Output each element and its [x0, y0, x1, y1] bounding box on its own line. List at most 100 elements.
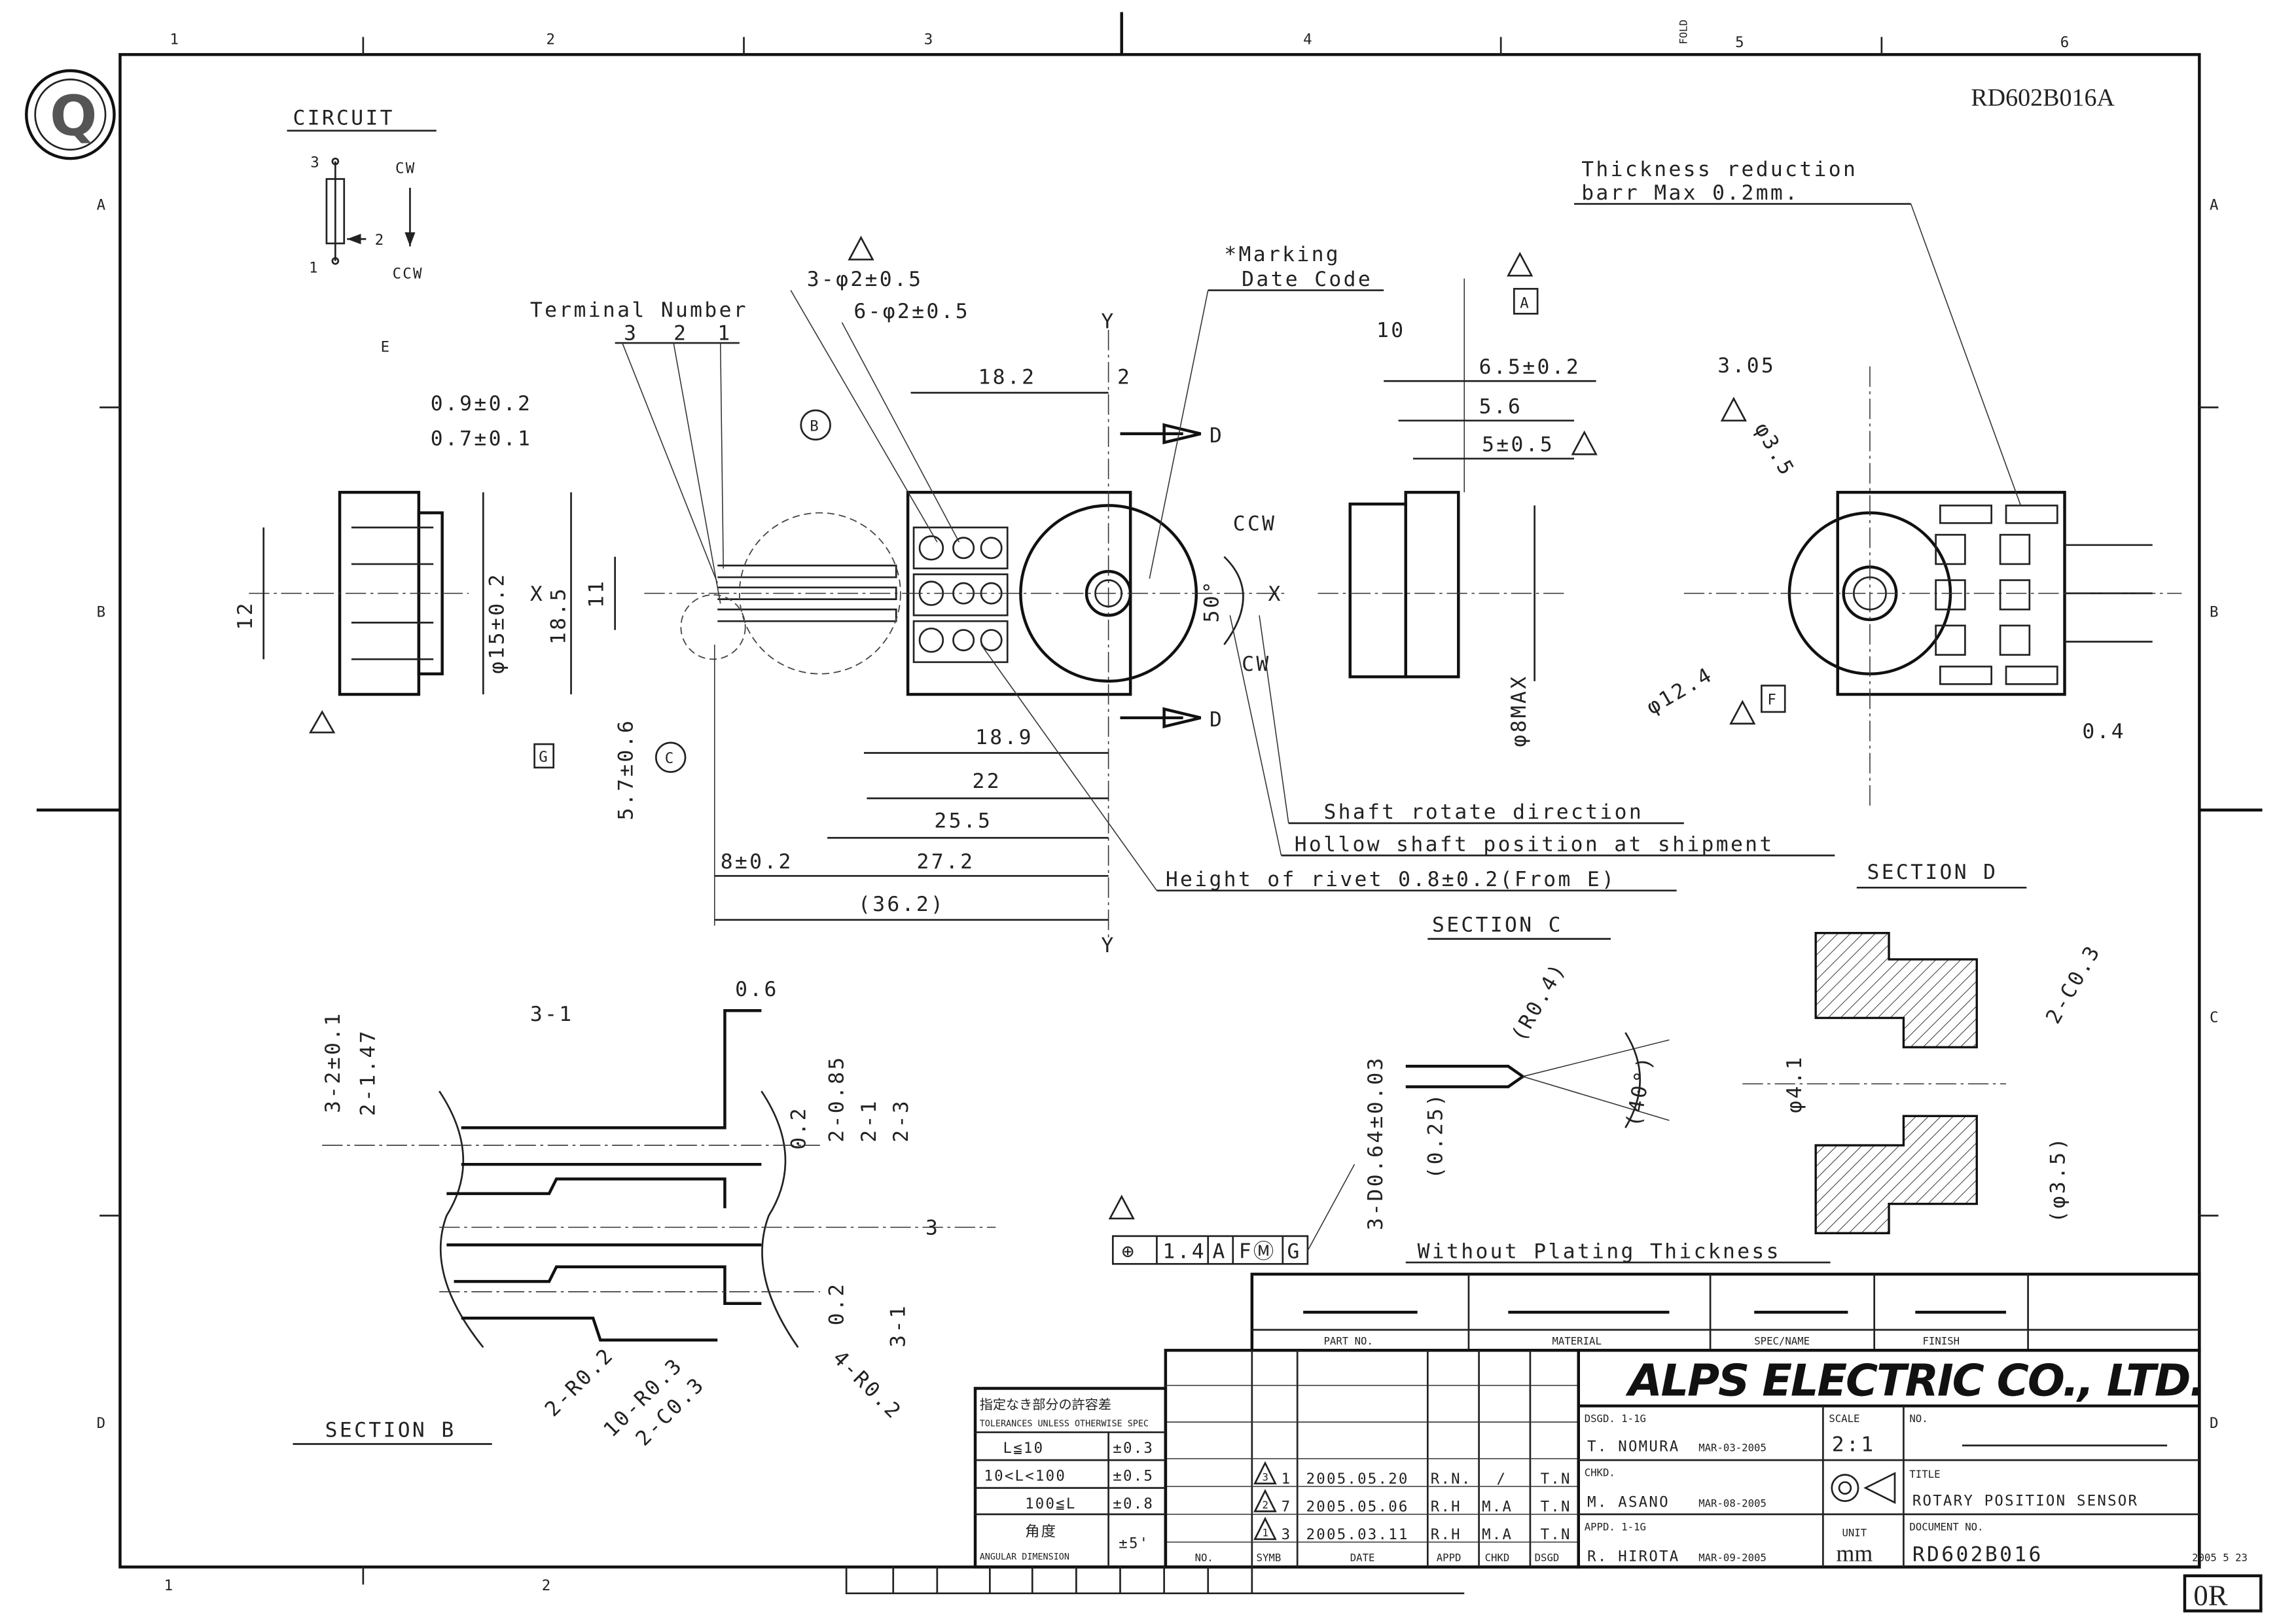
company-logo: ALPS ELECTRIC CO., LTD.	[1625, 1355, 2205, 1406]
detail-b-label: B	[810, 418, 820, 435]
dim-holes-6: 6-φ2±0.5	[853, 300, 970, 323]
axis-y-bottom: Y	[1101, 934, 1115, 957]
datum-g: G	[539, 749, 549, 766]
zone-top-6: 6	[2060, 34, 2071, 51]
date-code-label: Date Code	[1242, 268, 1372, 291]
barr-max-note: barr Max 0.2mm.	[1581, 181, 1799, 205]
dim-5: 5±0.5	[1482, 433, 1554, 457]
document-no-label: DOCUMENT NO.	[1909, 1520, 1983, 1533]
tolerance-angle-label: 角度	[1025, 1523, 1057, 1540]
appd-name: R. HIROTA	[1587, 1548, 1679, 1565]
dim-phi-15: φ15±0.2	[486, 572, 509, 673]
document-no: RD602B016	[1912, 1543, 2043, 1566]
dim-2-1: 2-1	[857, 1099, 881, 1143]
quality-q-stamp-icon: Q	[25, 69, 116, 160]
revision-appd: R.H	[1431, 1526, 1462, 1543]
revision-triangle-icon	[1729, 700, 1756, 725]
zone-top-3: 3	[924, 31, 935, 48]
dim-0-7: 0.7±0.1	[431, 427, 532, 451]
datum-e: E	[381, 339, 391, 356]
date-stamp: 2005 5 23	[2192, 1551, 2248, 1563]
revision-code: 0R	[2193, 1579, 2227, 1612]
dim-0-2-bottom: 0.2	[825, 1282, 849, 1326]
axis-y-top: Y	[1101, 310, 1115, 334]
fcf-datum-a: A	[1212, 1240, 1227, 1263]
revision-triangle-icon	[1571, 430, 1598, 455]
dim-phi-3-5: φ3.5	[1749, 419, 1799, 481]
thickness-reduction-note: Thickness reduction	[1581, 158, 1857, 181]
dim-5-7: 5.7±0.6	[614, 719, 637, 820]
circuit-pin-1: 1	[309, 260, 319, 277]
dim-3-1-bottom: 3-1	[887, 1304, 910, 1347]
dim-18-9: 18.9	[975, 726, 1033, 749]
col-date: DATE	[1350, 1551, 1375, 1563]
dim-holes-3: 3-φ2±0.5	[807, 268, 924, 291]
revision-symbol: 2	[1263, 1499, 1268, 1511]
revision-no: 3	[1282, 1526, 1292, 1543]
dim-25-5: 25.5	[934, 810, 992, 833]
revision-dsgd: T.N	[1541, 1471, 1571, 1488]
title-label: TITLE	[1909, 1468, 1940, 1480]
chkd-name: M. ASANO	[1587, 1494, 1670, 1511]
tolerance-value-3: ±0.8	[1113, 1495, 1154, 1512]
third-angle-projection-icon	[1831, 1472, 1896, 1505]
scale-label: SCALE	[1829, 1412, 1859, 1425]
zone-side-b-right: B	[2210, 603, 2220, 620]
terminal-number-label: Terminal Number	[530, 298, 748, 322]
zone-bottom-1: 1	[164, 1577, 175, 1594]
dim-3-d0-64: 3-D0.64±0.03	[1364, 1056, 1388, 1230]
finish-label: FINISH	[1923, 1334, 1960, 1347]
revision-no: 7	[1282, 1498, 1292, 1515]
revision-row-2: 2 7 2005.05.06 R.H M.A T.N	[1253, 1489, 1570, 1515]
dim-10: 10	[1376, 319, 1405, 342]
appd-label: APPD. 1-1G	[1585, 1520, 1646, 1533]
dim-0-6: 0.6	[735, 978, 779, 1001]
zone-side-d-right: D	[2210, 1415, 2220, 1432]
dim-0-4: 0.4	[2082, 720, 2126, 743]
unit-label: UNIT	[1842, 1526, 1867, 1539]
zone-side-a: A	[97, 196, 107, 213]
dim-36-2: (36.2)	[858, 893, 945, 916]
title-block: PART NO. MATERIAL SPEC/NAME FINISH 3 1 2…	[845, 1272, 2263, 1613]
dim-phi-3-5-paren: (φ3.5)	[2047, 1135, 2070, 1222]
zone-top-5: 5	[1735, 34, 1746, 51]
col-dsgd: DSGD	[1535, 1551, 1560, 1563]
dim-12: 12	[234, 601, 257, 630]
spec-name-label: SPEC/NAME	[1754, 1334, 1810, 1347]
section-c-view: SECTION C (R0.4) (40°) (0.25) 3-D0.64±0.…	[1364, 913, 1831, 1264]
scale-value: 2:1	[1832, 1433, 1876, 1457]
fold-label: FOLD	[1677, 20, 1689, 45]
tolerance-range-3: 100≦L	[1025, 1495, 1077, 1512]
tolerance-title-jp: 指定なき部分の許容差	[980, 1397, 1111, 1412]
chkd-label: CHKD.	[1585, 1467, 1615, 1479]
revision-row-1: 3 1 2005.05.20 R.N. / T.N	[1253, 1461, 1571, 1488]
tolerance-title-en: TOLERANCES UNLESS OTHERWISE SPEC	[980, 1419, 1149, 1429]
dim-2-0-85: 2-0.85	[825, 1055, 849, 1142]
circuit-ccw: CCW	[393, 266, 423, 283]
dim-27-2: 27.2	[917, 850, 975, 874]
zone-side-c-right: C	[2210, 1009, 2220, 1026]
marking-label: *Marking	[1224, 243, 1340, 266]
detail-c-label: C	[665, 750, 675, 767]
revision-date: 2005.05.20	[1306, 1471, 1409, 1488]
circuit-pin-3: 3	[310, 154, 321, 171]
dim-3-05: 3.05	[1717, 354, 1776, 378]
angular-dimension-label: ANGULAR DIMENSION	[980, 1552, 1069, 1562]
revision-appd: R.N.	[1431, 1471, 1472, 1488]
dsgd-name: T. NOMURA	[1587, 1438, 1679, 1455]
cw-label: CW	[1242, 652, 1270, 676]
part-no-label: PART NO.	[1323, 1334, 1372, 1347]
revision-triangle-icon	[848, 236, 874, 260]
revision-triangle-icon	[1720, 397, 1748, 421]
terminal-3: 3	[624, 322, 638, 346]
dim-8: 8±0.2	[721, 850, 793, 874]
fcf-datum-g: G	[1287, 1240, 1302, 1263]
section-b-view: 3-2±0.1 2-1.47 3-1 0.6 0.2 2-0.85 2-1 2-…	[293, 978, 996, 1451]
chkd-date: MAR-08-2005	[1698, 1497, 1767, 1510]
fcf-tolerance: 1.4	[1162, 1240, 1206, 1263]
axis-x-right: X	[1268, 582, 1282, 606]
tolerance-angle-value: ±5'	[1119, 1535, 1149, 1552]
unit-value: mm	[1837, 1540, 1873, 1566]
dim-22: 22	[973, 770, 1001, 793]
without-plating-note: Without Plating Thickness	[1418, 1240, 1781, 1263]
